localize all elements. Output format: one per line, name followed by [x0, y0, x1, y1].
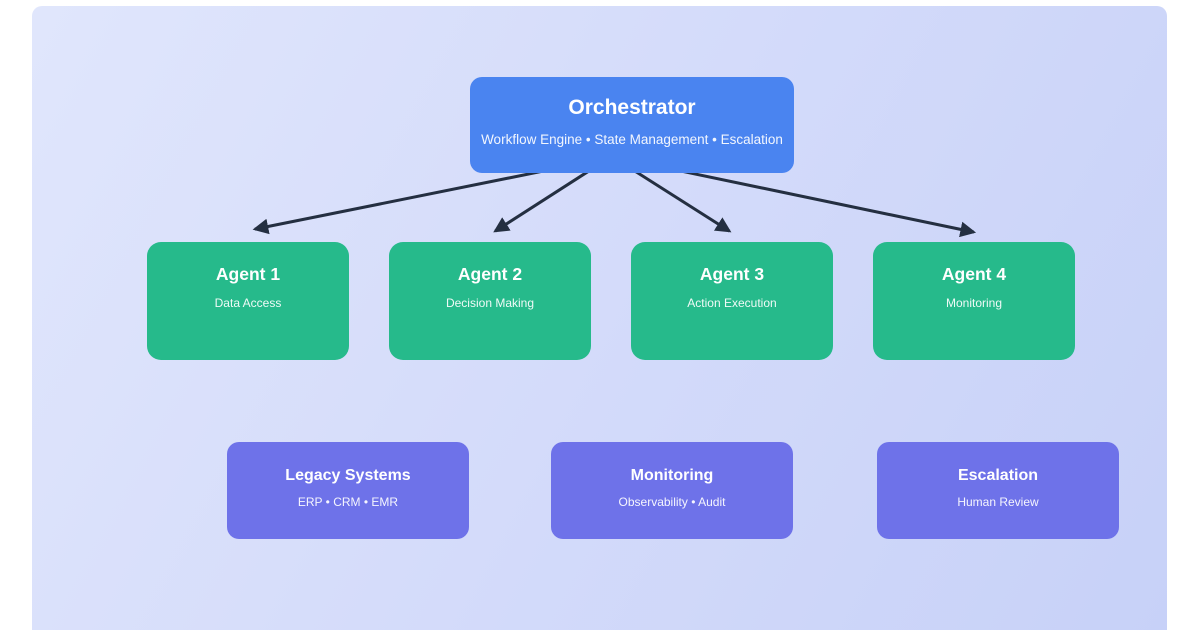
agent-2-subtitle: Decision Making [445, 296, 535, 310]
arrow-orchestrator-to-agent-4 [673, 168, 977, 238]
agent-1-subtitle: Data Access [214, 296, 282, 310]
arrow-orchestrator-to-agent-1 [252, 168, 552, 235]
agent-1-node: Agent 1 Data Access [147, 242, 349, 360]
escalation-node: Escalation Human Review [877, 442, 1119, 539]
agent-3-title: Agent 3 [699, 264, 765, 284]
agent-4-node: Agent 4 Monitoring [873, 242, 1075, 360]
agent-1-title: Agent 1 [215, 264, 281, 284]
orchestrator-subtitle: Workflow Engine • State Management • Esc… [481, 132, 783, 147]
arrow-orchestrator-to-agent-2 [493, 168, 592, 233]
agent-2-node: Agent 2 Decision Making [389, 242, 591, 360]
agent-4-title: Agent 4 [941, 264, 1007, 284]
orchestrator-title: Orchestrator [568, 96, 696, 119]
orchestrator-node: Orchestrator Workflow Engine • State Man… [470, 77, 794, 173]
legacy-systems-node: Legacy Systems ERP • CRM • EMR [227, 442, 469, 539]
monitoring-subtitle: Observability • Audit [618, 495, 726, 509]
arrow-orchestrator-to-agent-3 [631, 168, 732, 233]
monitoring-title: Monitoring [630, 467, 714, 484]
monitoring-node: Monitoring Observability • Audit [551, 442, 793, 539]
legacy-systems-subtitle: ERP • CRM • EMR [297, 495, 399, 509]
agent-3-node: Agent 3 Action Execution [631, 242, 833, 360]
legacy-systems-title: Legacy Systems [285, 467, 411, 484]
agent-3-subtitle: Action Execution [687, 296, 777, 310]
escalation-subtitle: Human Review [957, 495, 1039, 509]
escalation-title: Escalation [957, 467, 1039, 484]
diagram-background-card: Orchestrator Workflow Engine • State Man… [32, 6, 1167, 630]
agent-2-title: Agent 2 [457, 264, 523, 284]
agent-4-subtitle: Monitoring [945, 296, 1003, 310]
